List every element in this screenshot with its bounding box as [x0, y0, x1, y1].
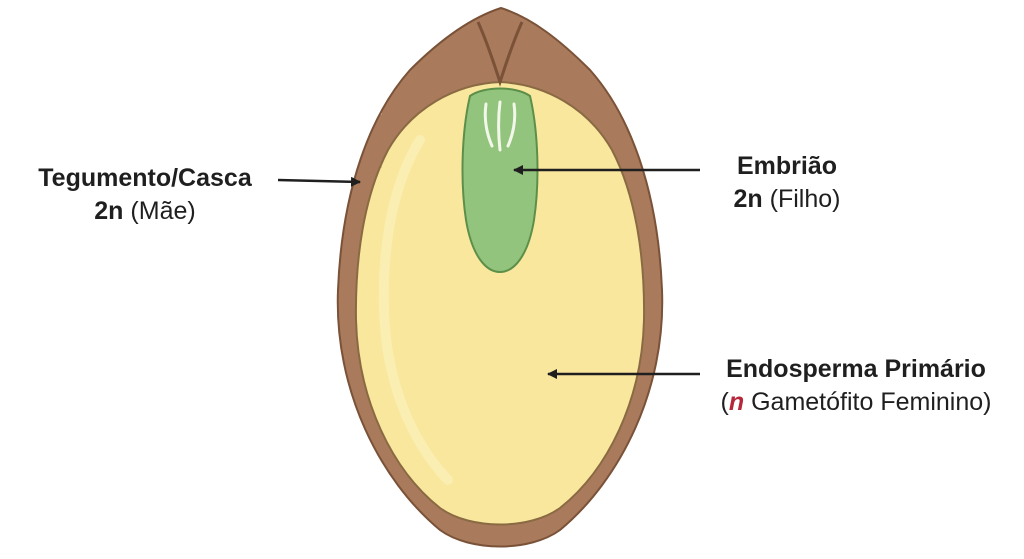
label-embriao-title: Embrião [736, 152, 838, 180]
label-embriao-note: (Filho) [769, 185, 841, 213]
label-endosperma: Endosperma Primário (n Gametófito Femini… [688, 353, 1024, 419]
label-endosperma-open: ( [720, 388, 729, 416]
label-embriao: Embrião 2n (Filho) [712, 150, 862, 216]
label-endosperma-note: Gametófito Feminino) [751, 388, 992, 416]
embryo [461, 87, 539, 274]
label-tegumento-ploidy: 2n [94, 197, 124, 225]
label-tegumento: Tegumento/Casca 2n (Mãe) [14, 162, 276, 228]
micropyle [476, 21, 524, 87]
label-tegumento-title: Tegumento/Casca [38, 164, 252, 192]
label-endosperma-ploidy: n [728, 388, 745, 416]
endosperm [354, 80, 646, 526]
label-tegumento-note: (Mãe) [130, 197, 196, 225]
embryo-cotyledons [483, 100, 517, 152]
label-endosperma-title: Endosperma Primário [726, 355, 986, 383]
label-embriao-ploidy: 2n [733, 185, 763, 213]
endosperm-highlight [378, 135, 453, 485]
arrow-tegumento [277, 176, 361, 187]
